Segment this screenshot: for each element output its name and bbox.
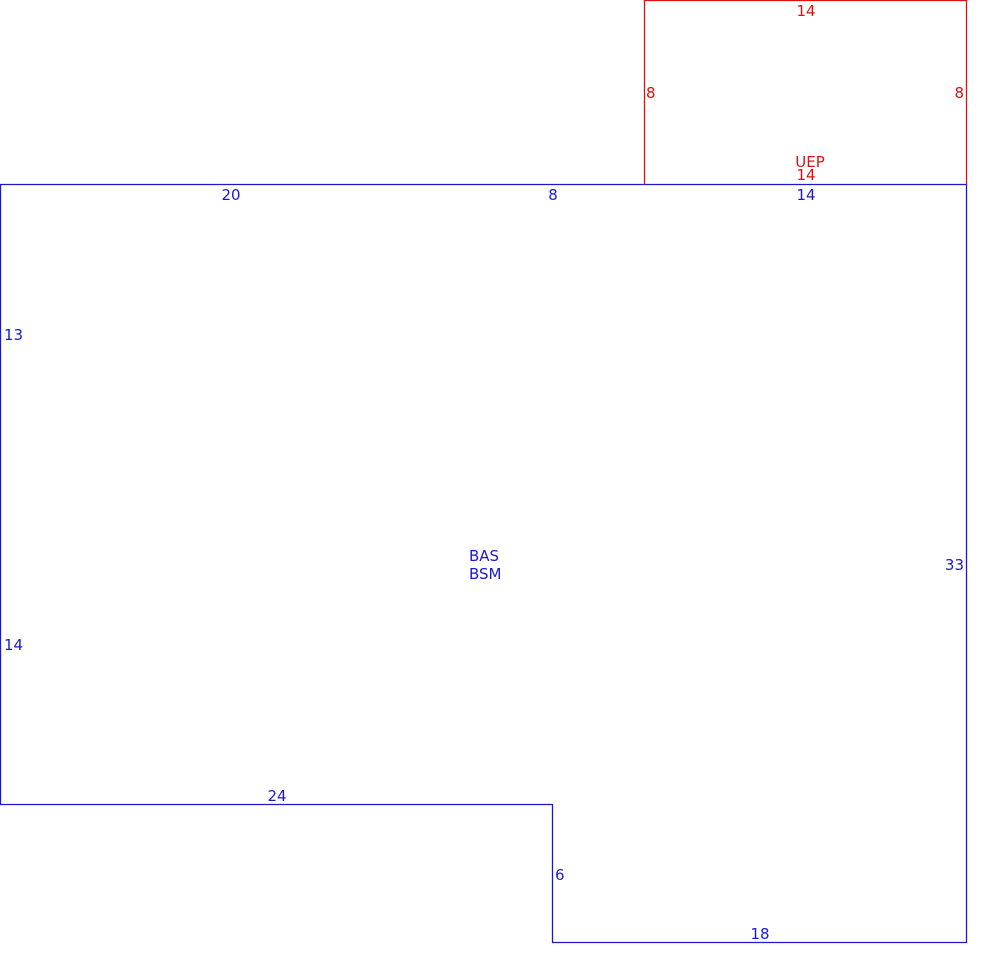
main-top-right-dimension: 14 [796,186,815,204]
main-area-code-bsm: BSM [469,565,502,583]
main-top-mid-dimension: 8 [548,186,558,204]
porch-right-dimension: 8 [954,84,964,102]
porch-bottom-dimension: 14 [796,166,815,184]
main-notch-top-dimension: 24 [267,787,286,805]
porch-area-outline [643,0,968,185]
main-bottom-dimension: 18 [750,925,769,943]
main-left-lower-dimension: 14 [4,636,23,654]
main-right-dimension: 33 [945,556,964,574]
main-left-upper-dimension: 13 [4,326,23,344]
porch-left-dimension: 8 [646,84,656,102]
main-area-code-bas: BAS [469,547,499,565]
porch-top-dimension: 14 [796,2,815,20]
porch-area-code: UEP [795,153,825,171]
main-top-left-dimension: 20 [221,186,240,204]
main-notch-side-dimension: 6 [555,866,565,884]
